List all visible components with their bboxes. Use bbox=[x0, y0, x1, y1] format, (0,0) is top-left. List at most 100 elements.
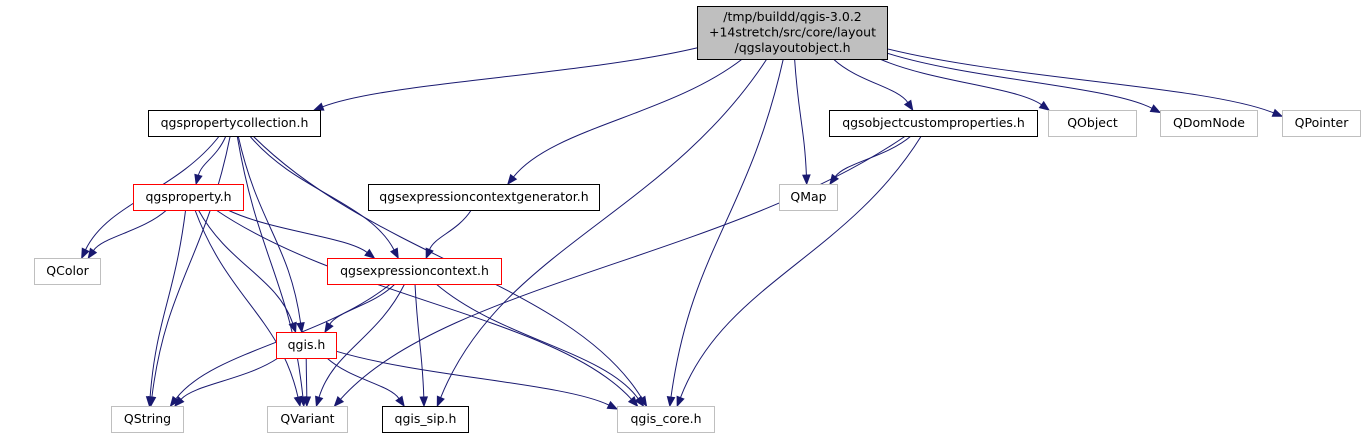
arrowhead-icon bbox=[315, 395, 324, 408]
node-label: qgsobjectcustomproperties.h bbox=[842, 115, 1025, 130]
edge-root-to-objcustom bbox=[832, 58, 914, 112]
arrowhead-icon bbox=[302, 396, 312, 408]
edge-exprctx-to-qstring bbox=[169, 283, 391, 408]
edge-property-to-qgiscore bbox=[215, 209, 639, 407]
arrowhead-icon bbox=[288, 321, 297, 334]
edge-propcoll-to-qgis bbox=[237, 135, 305, 334]
edge-root-to-qmap bbox=[794, 58, 811, 186]
arrowhead-icon bbox=[436, 395, 445, 408]
arrowhead-icon bbox=[1149, 104, 1162, 114]
edge-root-to-qobject bbox=[879, 58, 1050, 111]
edge-exprctx-to-qgiscore bbox=[435, 283, 645, 408]
edge-propcoll-to-exprctx bbox=[249, 135, 399, 260]
edge-line bbox=[175, 283, 391, 400]
node-qgissip[interactable]: qgis_sip.h bbox=[382, 406, 469, 433]
node-property[interactable]: qgsproperty.h bbox=[133, 184, 244, 211]
node-box bbox=[276, 332, 337, 359]
edge-line bbox=[429, 209, 472, 250]
node-box bbox=[382, 406, 469, 433]
edge-qgis-to-qgiscore bbox=[335, 350, 619, 410]
node-qcolor: QColor bbox=[34, 258, 101, 285]
edge-line bbox=[435, 283, 639, 399]
edge-exprctx-to-qvariant bbox=[315, 283, 406, 408]
edge-line bbox=[886, 48, 1274, 114]
edge-line bbox=[227, 209, 368, 253]
node-qgis[interactable]: qgis.h bbox=[276, 332, 337, 359]
edge-line bbox=[180, 357, 279, 400]
edge-exprctx-to-qgissip bbox=[414, 283, 429, 408]
edge-property-to-qstring bbox=[145, 209, 187, 408]
edge-line bbox=[834, 135, 912, 178]
edge-propcoll-to-property bbox=[194, 135, 227, 186]
node-box bbox=[829, 110, 1038, 137]
node-label: qgis_sip.h bbox=[395, 411, 457, 426]
edge-root-to-qgissip bbox=[436, 58, 768, 408]
node-box bbox=[617, 406, 715, 433]
node-box bbox=[368, 184, 600, 211]
arrowhead-icon bbox=[425, 247, 434, 260]
node-label: QObject bbox=[1067, 115, 1118, 130]
edge-line bbox=[197, 209, 294, 324]
edge-line bbox=[513, 58, 743, 178]
node-box bbox=[148, 110, 321, 137]
arrowhead-icon bbox=[324, 321, 334, 334]
arrowhead-icon bbox=[296, 322, 305, 334]
edge-exprctx-to-qgis bbox=[324, 283, 396, 334]
edge-root-to-propcoll bbox=[312, 47, 698, 111]
edge-line bbox=[670, 58, 784, 398]
arrowhead-icon bbox=[1271, 108, 1284, 117]
node-label: QColor bbox=[46, 263, 89, 278]
edge-qgis-to-qgissip bbox=[326, 357, 405, 408]
node-box bbox=[697, 6, 888, 60]
edge-line bbox=[886, 52, 1153, 109]
node-label: QVariant bbox=[280, 411, 334, 426]
edge-line bbox=[440, 58, 768, 398]
edge-propcoll-to-qvariant bbox=[236, 135, 308, 408]
arrowhead-icon bbox=[145, 396, 155, 408]
edge-root-to-qdomnode bbox=[886, 52, 1162, 114]
arrowhead-icon bbox=[169, 395, 180, 408]
edge-line bbox=[151, 135, 231, 398]
node-qdomnode: QDomNode bbox=[1160, 110, 1258, 137]
edge-line bbox=[340, 135, 906, 400]
nodes-layer: /tmp/buildd/qgis-3.0.2+14stretch/src/cor… bbox=[34, 6, 1361, 433]
edge-line bbox=[305, 357, 308, 398]
node-exprctx[interactable]: qgsexpressioncontext.h bbox=[327, 258, 502, 285]
node-box bbox=[267, 406, 348, 433]
arrowhead-icon bbox=[676, 395, 685, 408]
node-objcustom[interactable]: qgsobjectcustomproperties.h bbox=[829, 110, 1038, 137]
node-label: QDomNode bbox=[1173, 115, 1245, 130]
edge-line bbox=[215, 209, 632, 400]
arrowhead-icon bbox=[312, 102, 325, 111]
node-label: qgsexpressioncontext.h bbox=[340, 263, 489, 278]
edge-objcustom-to-qgiscore bbox=[676, 135, 922, 408]
edge-objcustom-to-qmap bbox=[829, 135, 912, 186]
edge-line bbox=[794, 58, 807, 176]
edge-line bbox=[879, 58, 1042, 106]
arrowhead-icon bbox=[333, 396, 345, 407]
arrowhead-icon bbox=[903, 99, 914, 112]
edge-line bbox=[194, 209, 299, 398]
arrowhead-icon bbox=[364, 248, 376, 259]
arrowhead-icon bbox=[293, 395, 303, 408]
node-exprgen[interactable]: qgsexpressioncontextgenerator.h bbox=[368, 184, 600, 211]
edge-property-to-exprctx bbox=[227, 209, 376, 259]
edge-line bbox=[197, 135, 227, 176]
node-root[interactable]: /tmp/buildd/qgis-3.0.2+14stretch/src/cor… bbox=[697, 6, 888, 60]
edge-line bbox=[318, 283, 406, 398]
node-qmap: QMap bbox=[779, 184, 838, 211]
node-propcoll[interactable]: qgspropertycollection.h bbox=[148, 110, 321, 137]
edge-exprgen-to-exprctx bbox=[425, 209, 472, 260]
arrowhead-icon bbox=[87, 247, 98, 260]
edge-property-to-qcolor bbox=[87, 209, 168, 260]
edges-layer bbox=[81, 47, 1284, 410]
edge-root-to-exprgen bbox=[507, 58, 743, 186]
edge-qgis-to-qstring bbox=[173, 357, 279, 407]
node-box bbox=[1048, 110, 1137, 137]
edge-line bbox=[322, 47, 698, 108]
edge-line bbox=[249, 135, 395, 251]
node-label: QMap bbox=[790, 189, 826, 204]
arrowhead-icon bbox=[634, 395, 645, 408]
node-label: qgsproperty.h bbox=[145, 189, 231, 204]
node-box bbox=[34, 258, 101, 285]
